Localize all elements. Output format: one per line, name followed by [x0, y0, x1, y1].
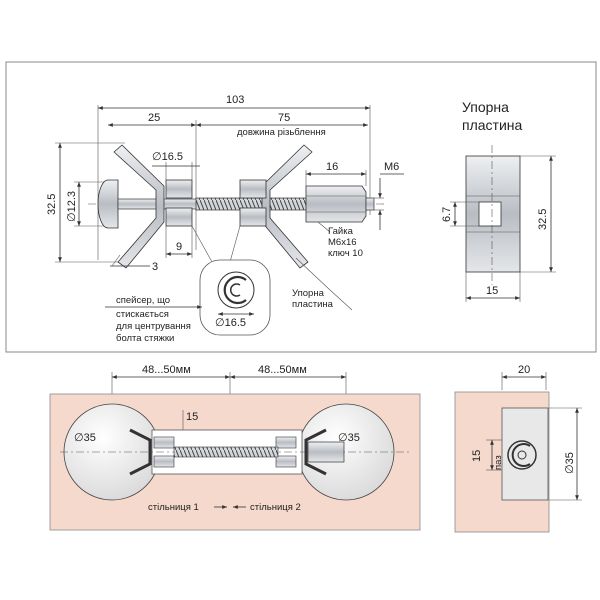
nut-length-label: 16 — [326, 161, 338, 173]
spacer-detail: ∅16.5 — [191, 225, 271, 336]
thread-caption: довжина різьблення — [237, 127, 326, 138]
nut-label-3: ключ 10 — [328, 248, 363, 259]
side-view: 20 ∅35 15 паз — [454, 364, 582, 533]
spacer-note: спейсер, що стискається для центрування … — [105, 295, 202, 344]
install-left-plate — [129, 428, 152, 476]
left-offset-label: 48...50мм — [142, 364, 191, 376]
install-view: 48...50мм 48...50мм ∅35 ∅35 15 стільниця… — [49, 364, 421, 531]
bolt-end — [365, 197, 375, 211]
nut-leader — [317, 221, 331, 233]
left-dia-label: ∅35 — [74, 432, 96, 444]
dim-spacer-width: 9 — [165, 226, 193, 258]
plate-leader — [295, 257, 353, 311]
dim-plate-thickness: 3 — [110, 254, 158, 273]
plate-thickness-label: 3 — [152, 261, 158, 273]
spacer-dia-label: ∅16.5 — [152, 151, 183, 163]
dim-m6: M6 — [374, 161, 404, 230]
head-dia-label: ∅12.3 — [66, 191, 78, 222]
dim-overall-label: 103 — [226, 94, 244, 106]
plate-hole-label: 6.7 — [441, 207, 453, 222]
right-offset-label: 48...50мм — [258, 364, 307, 376]
nut-label-2: M6x16 — [328, 237, 357, 248]
right-dia-label: ∅35 — [338, 432, 360, 444]
bolt-head — [97, 179, 119, 229]
plate-hole — [478, 201, 502, 227]
plate-width-label: 15 — [486, 285, 498, 297]
spacer-right-bottom — [239, 207, 267, 227]
height-label: 32.5 — [46, 194, 58, 215]
spacer-note-3: для центрування — [116, 321, 191, 332]
label-countertop-2: стільниця 2 — [250, 502, 301, 513]
plate-title-1: Упорна — [462, 99, 509, 115]
side-bore — [501, 407, 549, 501]
dim-nut: 16 — [305, 161, 367, 186]
side-slot-caption: паз — [493, 455, 504, 470]
dim-height: 32.5 — [46, 142, 125, 263]
dim-left-label: 25 — [148, 112, 160, 124]
plate-height-dim: 32.5 — [520, 155, 556, 273]
side-dia-label: ∅35 — [564, 452, 576, 474]
plate-label-2: пластина — [292, 299, 334, 310]
plate-height-label: 32.5 — [537, 209, 549, 230]
detail-dia-label: ∅16.5 — [215, 317, 246, 329]
side-width-label: 20 — [518, 364, 530, 376]
plate-title-2: пластина — [462, 117, 523, 133]
plate-label-1: Упорна — [292, 288, 325, 299]
spacer-left-top — [165, 179, 193, 199]
label-countertop-1: стільниця 1 — [148, 502, 199, 513]
slot-dim-label: 15 — [186, 411, 198, 423]
dim-thread-label: 75 — [278, 112, 290, 124]
install-right-plate — [304, 428, 327, 476]
right-plate — [261, 144, 313, 269]
spacer-note-2: стискається — [116, 309, 169, 320]
dim-head: ∅12.3 — [66, 181, 110, 227]
nut-label-1: Гайка — [328, 226, 354, 237]
dim-parts: 25 75 довжина різьблення — [108, 112, 368, 250]
spacer-left-bottom — [165, 207, 193, 227]
spacer-note-1: спейсер, що — [116, 295, 170, 306]
left-plate — [113, 144, 165, 269]
thread-size-label: M6 — [384, 161, 399, 173]
spacer-right-top — [239, 179, 267, 199]
spacer-width-label: 9 — [176, 241, 182, 253]
plate-width-dim: 15 — [465, 272, 521, 302]
nut — [305, 185, 367, 223]
spacer-note-4: болта стяжки — [116, 333, 174, 344]
side-slot-label: 15 — [471, 450, 483, 462]
dim-spacer-dia: ∅16.5 — [152, 151, 200, 180]
plate-hole-dim: 6.7 — [441, 201, 479, 227]
dim-overall: 103 — [97, 94, 371, 260]
